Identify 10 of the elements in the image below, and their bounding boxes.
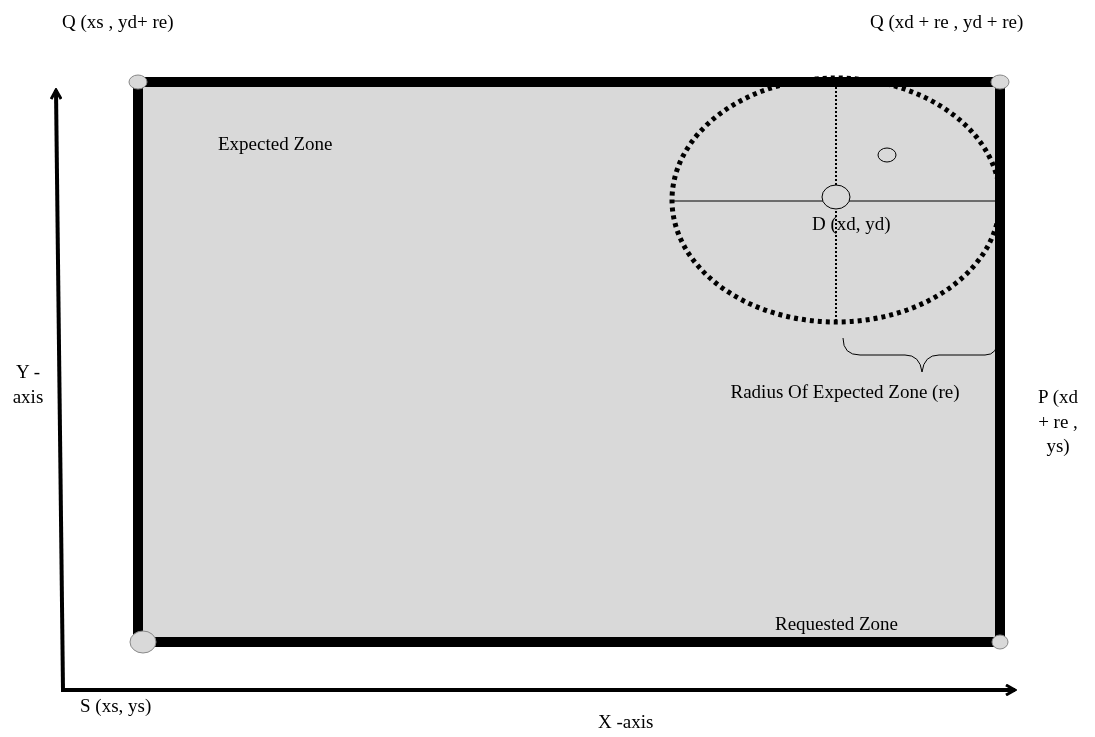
axis-label: X -axis xyxy=(598,710,655,734)
point-label: S (xs, ys) xyxy=(80,694,153,718)
point-label: Q (xd + re , yd + re) xyxy=(870,10,1025,34)
point-label: Q (xs , yd+ re) xyxy=(62,10,175,34)
point-label: P (xd + re , ys) xyxy=(1037,385,1079,459)
point-label: D (xd, yd) xyxy=(812,212,892,236)
radius-label: Radius Of Expected Zone (re) xyxy=(729,380,961,404)
zone-label: Expected Zone xyxy=(218,132,334,156)
axis-label: Y - axis xyxy=(11,360,45,409)
zone-label: Requested Zone xyxy=(775,612,899,636)
